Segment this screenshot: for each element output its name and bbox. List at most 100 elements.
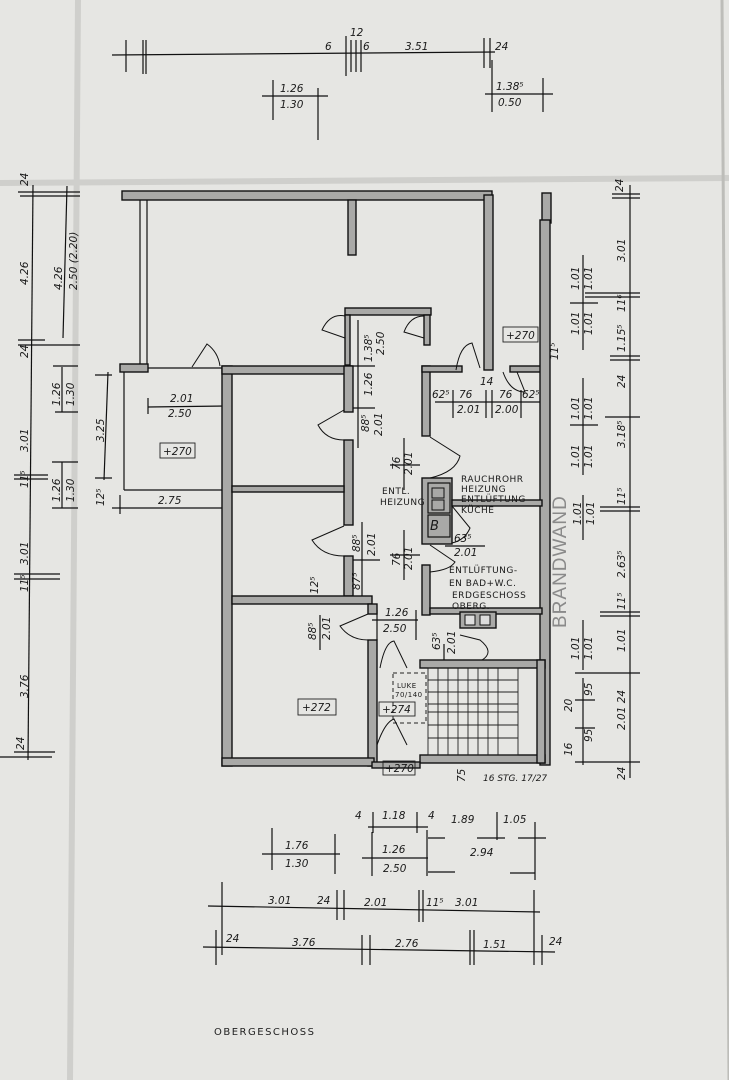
dim-label: 1.15⁵ [616, 324, 628, 352]
dim-label: 12⁵ [309, 576, 321, 594]
dim-label: 24 [226, 933, 239, 945]
dim-label: 3.01 [268, 895, 291, 907]
dim-label: 3.76 [292, 937, 316, 949]
dim-label: 3.25 [95, 418, 107, 442]
note-bad: EN BAD+W.C. [449, 579, 516, 589]
dim-label: 2.50 [383, 863, 407, 875]
right-dimensions: 24 3.01 11⁶ 1.15⁵ 24 3.18⁵ 11⁵ 2.63⁵ 11⁵… [563, 179, 628, 780]
dim-label: 24 [317, 895, 330, 907]
inner-dimensions: 2.01 2.50 2.75 1.38⁵ 2.50 1.26 88⁵ 2.01 … [158, 331, 561, 782]
firewall-label: BRANDWAND [550, 495, 571, 628]
dim-label: 11⁵ [549, 342, 561, 360]
dim-label: 1.76 [285, 840, 309, 852]
dim-label: 2.01 [366, 533, 378, 556]
dim-label: 2.01 [403, 547, 415, 570]
dim-label: 2.01 [373, 413, 385, 436]
dim-label: 11⁶ [616, 294, 628, 312]
dim-label: 2.94 [470, 847, 493, 859]
note-entl: ENTL. [382, 487, 410, 497]
dim-label: 11⁵ [426, 897, 444, 909]
dim-label: 88⁵ [351, 534, 363, 552]
dim-label: 1.26 [280, 83, 304, 95]
dim-label: 1.89 [451, 814, 475, 826]
dim-label: 16 [563, 742, 575, 756]
bottom-dimensions: 4 1.18 4 1.89 1.05 1.76 1.30 1.26 2.50 2… [226, 810, 562, 951]
note-entl-heizung: HEIZUNG [380, 498, 425, 508]
dim-label: 1.18 [382, 810, 406, 822]
dim-label: 1.01 [583, 267, 595, 290]
note-b: B [430, 519, 439, 534]
note-bad: ENTLÜFTUNG- [449, 565, 518, 576]
note-stairs: 16 STG. 17/27 [483, 774, 547, 784]
dim-label: 24 [616, 375, 628, 388]
dim-label: 1.26 [382, 844, 406, 856]
note-luke: LUKE [397, 682, 417, 690]
dim-label: 3.76 [19, 674, 31, 698]
dim-label: 95 [583, 682, 595, 696]
dim-label: 2.01 [364, 897, 387, 909]
dim-label: 2.50 [168, 408, 192, 420]
dim-label: 24 [19, 173, 31, 186]
level-marker: +274 [382, 704, 411, 716]
dim-label: 4.26 [53, 266, 65, 290]
dim-label: 24 [549, 936, 562, 948]
dim-label: 1.30 [285, 858, 309, 870]
dimension-lines [0, 36, 640, 965]
dim-label: 76 [391, 456, 403, 470]
dim-label: 1.01 [583, 637, 595, 660]
dim-label: 2.01 [454, 547, 477, 559]
dim-label: 3.01 [455, 897, 478, 909]
dim-label: 11⁵ [19, 470, 31, 488]
dim-label: 1.01 [570, 637, 582, 660]
dim-label: 1.01 [570, 267, 582, 290]
note-entlueftung: ENTLÜFTUNG [461, 494, 526, 505]
dim-label: 1.01 [583, 397, 595, 420]
dim-label: 20 [563, 698, 575, 712]
dim-label: 95 [583, 728, 595, 742]
dim-label: 6 [363, 41, 370, 53]
dim-label: 24 [614, 179, 626, 192]
note-luke-size: 70/140 [395, 691, 423, 699]
walls [119, 190, 552, 769]
paper-edge [720, 0, 729, 1080]
dim-label: 1.26 [385, 607, 409, 619]
dim-label: 1.01 [570, 312, 582, 335]
dim-label: 76 [499, 389, 513, 401]
dim-label: 2.01 [457, 404, 480, 416]
level-markers: +270 +270 +272 +274 +270 [159, 326, 539, 776]
dim-label: 14 [480, 376, 493, 388]
dim-label: 11⁵ [616, 487, 628, 505]
dim-label: 2.50 [383, 623, 407, 635]
dim-label: 4 [428, 810, 435, 822]
dim-label: 2.01 [446, 631, 458, 654]
left-dimensions: 24 4.26 24 3.01 11⁵ 3.01 11⁵ 3.76 24 4.2… [15, 173, 107, 750]
dim-label: 24 [19, 345, 31, 358]
dim-label: 11⁵ [19, 574, 31, 592]
level-marker: +272 [302, 702, 331, 714]
dim-label: 1.01 [616, 629, 628, 652]
note-bad: ERDGESCHOSS [452, 591, 526, 601]
dim-label: 62⁵ [522, 389, 540, 401]
note-bad: OBERG. [452, 602, 490, 612]
dim-label: 11⁵ [616, 592, 628, 610]
dim-label: 3.01 [616, 239, 628, 262]
note-rauchrohr: RAUCHROHR [461, 475, 524, 485]
dim-label: 1.26 [363, 372, 375, 396]
annotations: RAUCHROHR HEIZUNG ENTLÜFTUNG KÜCHE ENTL.… [214, 475, 571, 1038]
dim-label: 2.50 (2.20) [68, 232, 80, 290]
dim-label: 24 [495, 41, 508, 53]
level-marker: +270 [506, 330, 535, 342]
dim-label: 1.01 [583, 312, 595, 335]
dim-label: 2.01 [403, 452, 415, 475]
dim-label: 3.01 [19, 429, 31, 452]
dim-label: 2.01 [170, 393, 193, 405]
dim-label: 12⁵ [95, 488, 107, 506]
dim-label: 63⁵ [454, 533, 472, 545]
top-dimensions: 6 12 6 3.51 24 1.26 1.30 1.38⁵ 0.50 [280, 27, 524, 111]
dim-label: 1.01 [585, 502, 597, 525]
dim-label: 1.26 [51, 478, 63, 502]
dim-label: 2.01 24 [616, 690, 628, 730]
dim-label: 1.26 [51, 382, 63, 406]
dim-label: 2.01 [321, 617, 333, 640]
dim-label: 24 [15, 737, 27, 750]
